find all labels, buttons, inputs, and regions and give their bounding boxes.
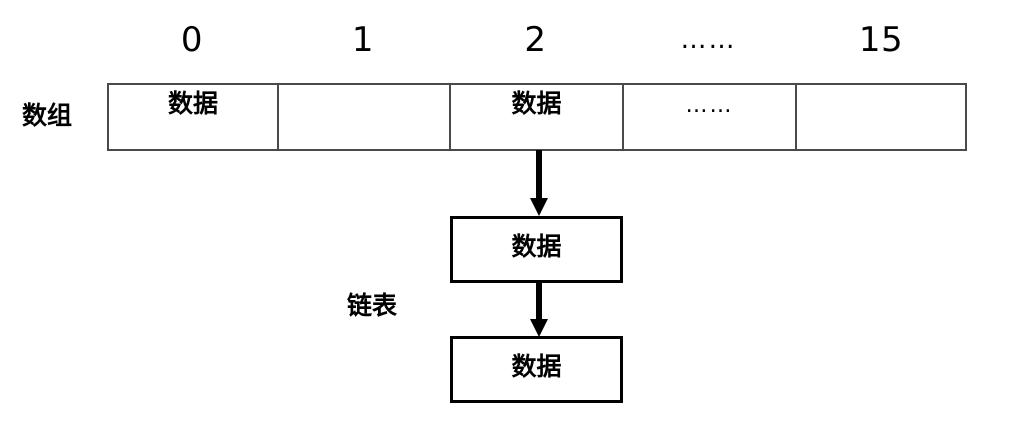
array-cell-1[interactable] [279, 85, 451, 149]
array-cell-ellipsis-text: …… [685, 93, 734, 118]
array-index-label-15: 15 [858, 20, 904, 60]
linked-list-node-2-text: 数据 [511, 352, 562, 381]
array-cell-0-text: 数据 [167, 89, 218, 118]
arrow-node1-to-node2 [528, 281, 550, 339]
linked-list-node-1-text: 数据 [511, 232, 562, 261]
array-cell-2[interactable]: 数据 [451, 85, 624, 149]
linked-list-node-2[interactable]: 数据 [450, 336, 623, 403]
array-index-label-ellipsis: …… [680, 25, 737, 55]
linked-list-node-1[interactable]: 数据 [450, 216, 623, 283]
array-cell-ellipsis[interactable]: …… [624, 85, 797, 149]
array-row: 数据 数据 …… [107, 83, 967, 151]
array-index-label-0: 0 [180, 20, 204, 60]
linked-list-caption-label: 链表 [347, 291, 398, 320]
array-cell-2-text: 数据 [511, 89, 562, 118]
array-cell-15[interactable] [797, 85, 965, 149]
array-cell-0[interactable]: 数据 [109, 85, 279, 149]
arrow-array-to-node1 [528, 150, 550, 218]
array-index-label-1: 1 [351, 20, 375, 60]
array-caption-label: 数组 [22, 101, 73, 130]
array-index-label-2: 2 [524, 20, 547, 60]
